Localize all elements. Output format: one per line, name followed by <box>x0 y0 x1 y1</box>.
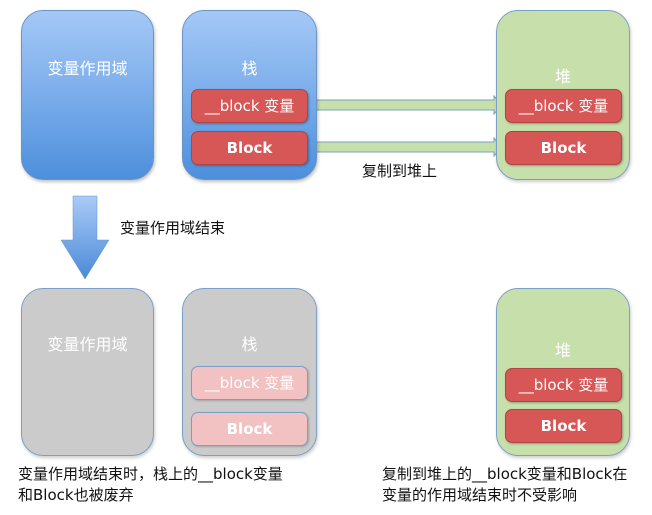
caption-left-line-1: 变量作用域结束时，栈上的__block变量 <box>18 465 283 483</box>
caption-right-line-1: 复制到堆上的__block变量和Block在 <box>382 465 628 483</box>
variable-scope-title-ended: 变量作用域 <box>47 335 128 354</box>
heap-block-variable: __block 变量 <box>505 89 622 123</box>
caption-right-line-2: 变量的作用域结束时不受影响 <box>382 486 578 504</box>
stack-block-variable: __block 变量 <box>191 89 308 123</box>
stack-block: Block <box>191 131 308 165</box>
stack-title: 栈 <box>241 59 258 78</box>
copy-to-heap-label: 复制到堆上 <box>362 162 438 180</box>
copy-arrow-block <box>307 136 503 158</box>
variable-scope-title: 变量作用域 <box>47 59 128 78</box>
down-arrow-icon <box>60 195 110 280</box>
heap-title: 堆 <box>554 67 571 86</box>
variable-scope-box: 变量作用域 <box>21 10 154 180</box>
stack-block-discarded: Block <box>191 412 308 446</box>
scope-end-label: 变量作用域结束 <box>120 219 226 237</box>
stack-block-variable-discarded: __block 变量 <box>191 366 308 400</box>
stack-title-ended: 栈 <box>241 335 258 354</box>
heap-block: Block <box>505 131 622 165</box>
copy-arrow-block-variable <box>307 94 503 116</box>
heap-title-persisted: 堆 <box>554 341 571 360</box>
variable-scope-box-ended: 变量作用域 <box>21 288 154 456</box>
caption-left-line-2: 和Block也被废弃 <box>18 486 134 504</box>
heap-block-persisted: Block <box>505 409 622 443</box>
heap-block-variable-persisted: __block 变量 <box>505 368 622 402</box>
